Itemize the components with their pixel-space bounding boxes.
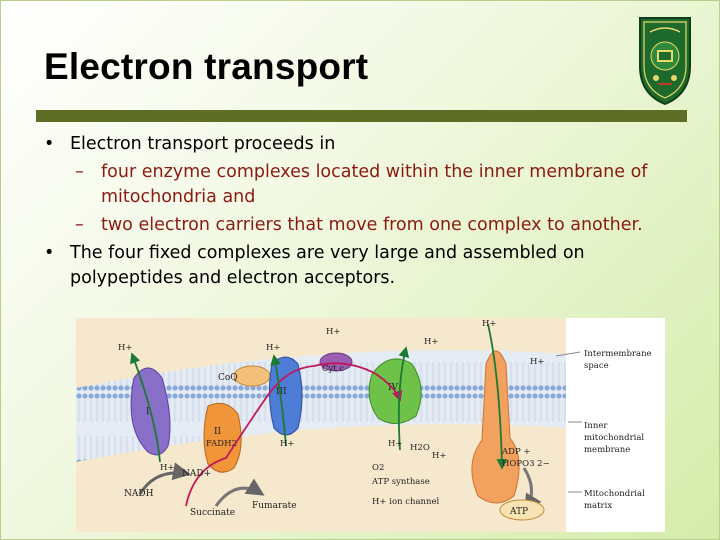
bullet-marker: •	[44, 243, 55, 263]
sub-bullet-item: – four enzyme complexes located within t…	[75, 160, 694, 210]
bullet-marker: •	[44, 134, 55, 154]
electron-transport-figure: I II FADH2 CoQ III Cyt c IV H+ H+	[76, 318, 665, 532]
nadh-arrow	[138, 462, 191, 495]
cytc-carrier	[319, 352, 353, 372]
h-plus-label: H+	[118, 343, 133, 353]
legend-inner: Inner	[584, 421, 608, 431]
h-plus-label: H+	[482, 319, 497, 329]
h-plus-label: H+	[432, 451, 447, 461]
coq-label: CoQ	[218, 373, 238, 383]
legend-matrix-2: matrix	[584, 501, 612, 511]
h-plus-label: H+	[530, 357, 545, 367]
proton-arrow	[487, 323, 508, 470]
nad-label: NAD+	[182, 469, 211, 479]
proton-arrow	[397, 346, 410, 451]
legend-intermembrane: Intermembrane	[584, 349, 652, 359]
h-plus-label: H+	[280, 439, 295, 449]
succinate-label: Succinate	[190, 508, 235, 518]
h-plus-label: H+	[266, 343, 281, 353]
bullet-text: The four fixed complexes are very large …	[70, 243, 585, 288]
complex-ii-label: II	[214, 427, 222, 437]
atp-label: ATP	[509, 507, 528, 517]
h2o-label: H2O	[410, 443, 430, 453]
hopo-label: HOPO3 2−	[502, 459, 550, 469]
coq-carrier	[233, 365, 271, 387]
adp-label: ADP +	[501, 447, 531, 457]
bullet-item: • The four fixed complexes are very larg…	[44, 241, 694, 291]
fumarate-label: Fumarate	[252, 501, 297, 511]
ion-channel-label: H+ ion channel	[372, 497, 440, 507]
title-rule	[36, 110, 687, 122]
sub-bullet-text: two electron carriers that move from one…	[101, 215, 643, 235]
proton-arrow	[130, 352, 161, 463]
complex-iii-label: III	[276, 387, 287, 397]
proton-arrow	[270, 354, 287, 447]
atp-synthase-label: ATP synthase	[371, 477, 430, 487]
h-plus-label: H+	[160, 463, 175, 473]
complex-i-label: I	[146, 407, 150, 417]
atp-synthase-shape	[471, 350, 520, 504]
sub-bullet-marker: –	[75, 162, 84, 182]
legend-intermembrane-2: space	[584, 361, 609, 371]
atp-badge	[499, 499, 545, 521]
sub-bullet-item: – two electron carriers that move from o…	[75, 213, 694, 238]
legend-inner-2: mitochondrial	[584, 433, 644, 443]
sub-bullet-marker: –	[75, 215, 84, 235]
nadh-label: NADH	[124, 489, 154, 499]
bullet-text: Electron transport proceeds in	[70, 134, 336, 154]
bullet-item: • Electron transport proceeds in	[44, 132, 694, 157]
o2-label: O2	[372, 463, 384, 473]
succinate-arrow	[214, 478, 265, 507]
h-plus-label: H+	[326, 327, 341, 337]
h-plus-label: H+	[424, 337, 439, 347]
legend-inner-3: membrane	[584, 445, 630, 455]
h-plus-label: H+	[388, 439, 403, 449]
cytc-label: Cyt c	[322, 364, 344, 374]
complex-ii-shape	[203, 402, 242, 473]
electron-path	[185, 362, 403, 507]
fadh2-label: FADH2	[206, 439, 237, 449]
slide-title: Electron transport	[44, 46, 369, 87]
bullet-list: • Electron transport proceeds in – four …	[44, 132, 694, 291]
sub-bullet-text: four enzyme complexes located within the…	[101, 162, 648, 207]
university-logo	[639, 17, 691, 106]
legend-matrix: Mitochondrial	[584, 489, 645, 499]
